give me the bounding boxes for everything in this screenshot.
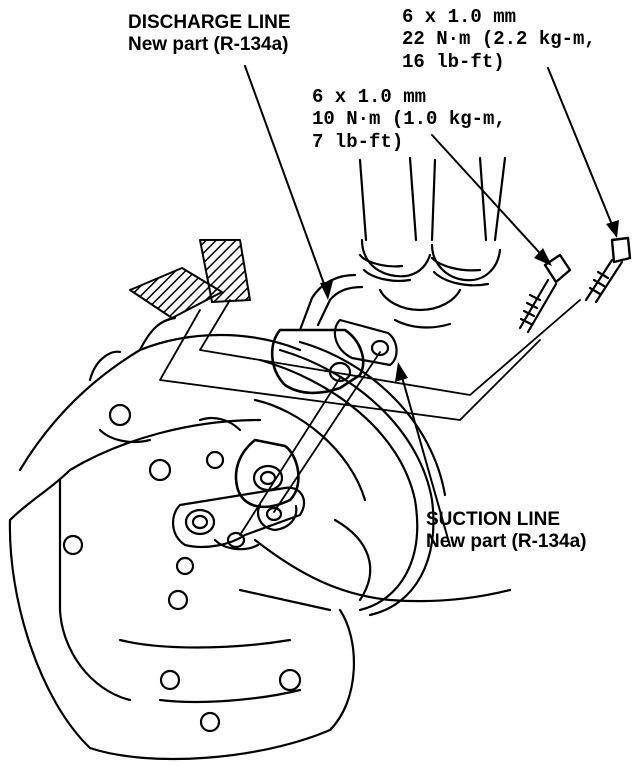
hoses: [358, 156, 507, 329]
bolt-small-torque-imperial: 7 lb-ft): [312, 130, 404, 153]
hatched-seal-right: [199, 239, 251, 303]
discharge-line-label: DISCHARGE LINE New part (R-134a): [128, 12, 291, 57]
bolt-small-leader: [431, 134, 549, 263]
suction-line-note: New part (R-134a): [426, 531, 587, 553]
bolt-large-torque-imperial: 16 lb-ft): [402, 50, 505, 73]
line-fittings: [270, 273, 398, 395]
bolt-large-leader: [547, 67, 616, 233]
discharge-line-name: DISCHARGE LINE: [128, 12, 291, 33]
bolt-large-spec: 6 x 1.0 mm 22 N·m (2.2 kg-m, 16 lb-ft): [402, 6, 596, 73]
clutch-pulley: [253, 340, 447, 617]
suction-leader: [399, 369, 451, 547]
discharge-line-note: New part (R-134a): [128, 34, 289, 56]
discharge-flange: [172, 438, 306, 551]
bolt-small-icon: [518, 253, 572, 334]
leader-arrows: [244, 65, 619, 547]
bolt-small-size: 6 x 1.0 mm: [312, 86, 427, 108]
suction-line-label: SUCTION LINE New part (R-134a): [426, 509, 587, 554]
bolt-small-torque: 10 N·m (1.0 kg-m,: [312, 108, 506, 131]
suction-line-name: SUCTION LINE: [426, 509, 561, 530]
guide-lines: [159, 299, 581, 536]
compressor-body: [8, 316, 355, 761]
discharge-leader: [244, 65, 329, 296]
bolt-large-torque: 22 N·m (2.2 kg-m,: [402, 28, 596, 51]
bolt-small-spec: 6 x 1.0 mm 10 N·m (1.0 kg-m, 7 lb-ft): [312, 86, 506, 153]
bolt-large-size: 6 x 1.0 mm: [402, 6, 517, 28]
bolt-large-icon: [584, 236, 632, 304]
electrical-lead: [253, 538, 512, 603]
